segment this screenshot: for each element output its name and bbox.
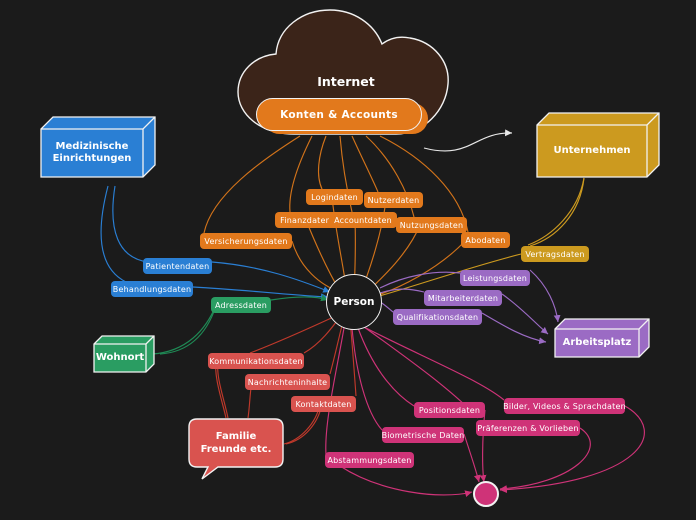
edge-label-praeferenzen[interactable]: Präferenzen & Vorlieben bbox=[476, 420, 580, 436]
node-pink-hub[interactable] bbox=[473, 481, 499, 507]
node-medizinische-einrichtungen[interactable]: Medizinische Einrichtungen bbox=[40, 116, 156, 178]
edge-label-abodaten[interactable]: Abodaten bbox=[461, 232, 510, 248]
edge-label-adressdaten[interactable]: Adressdaten bbox=[211, 297, 271, 313]
edge-label-qualifikationsdaten[interactable]: Qualifikationsdaten bbox=[393, 309, 482, 325]
edge-label-nachrichteninhalte[interactable]: Nachrichteninhalte bbox=[245, 374, 330, 390]
node-wohnort-label: Wohnort bbox=[95, 351, 145, 363]
node-wohnort[interactable]: Wohnort bbox=[93, 335, 155, 373]
node-arbeitsplatz[interactable]: Arbeitsplatz bbox=[554, 318, 650, 358]
edge-label-finanzdaten[interactable]: Finanzdaten bbox=[275, 212, 336, 228]
edge-label-kommunikationsdaten[interactable]: Kommunikationsdaten bbox=[208, 353, 304, 369]
node-internet-label: Internet bbox=[317, 74, 375, 89]
edge-label-abstammungsdaten[interactable]: Abstammungsdaten bbox=[325, 452, 414, 468]
edge-label-versicherungsdaten[interactable]: Versicherungsdaten bbox=[200, 233, 292, 249]
edge-label-behandlungsdaten[interactable]: Behandlungsdaten bbox=[111, 281, 193, 297]
node-konten-accounts[interactable]: Konten & Accounts bbox=[256, 98, 428, 134]
node-medizinische-label: Medizinische Einrichtungen bbox=[52, 140, 132, 165]
edge-label-leistungsdaten[interactable]: Leistungsdaten bbox=[460, 270, 530, 286]
edge-label-positionsdaten[interactable]: Positionsdaten bbox=[414, 402, 485, 418]
edge-label-nutzerdaten[interactable]: Nutzerdaten bbox=[364, 192, 423, 208]
node-person-label: Person bbox=[333, 296, 375, 308]
node-unternehmen-label: Unternehmen bbox=[553, 144, 631, 156]
node-arbeitsplatz-label: Arbeitsplatz bbox=[562, 336, 632, 348]
edge-label-bilder_videos[interactable]: Bilder, Videos & Sprachdaten bbox=[503, 398, 626, 414]
edge-label-kontaktdaten[interactable]: Kontaktdaten bbox=[291, 396, 356, 412]
edge-label-mitarbeiterdaten[interactable]: Mitarbeiterdaten bbox=[424, 290, 502, 306]
edge-label-accountdaten[interactable]: Accountdaten bbox=[329, 212, 397, 228]
node-unternehmen[interactable]: Unternehmen bbox=[536, 112, 660, 178]
node-familie-freunde[interactable]: Familie Freunde etc. bbox=[188, 418, 284, 480]
edge-label-patientendaten[interactable]: Patientendaten bbox=[143, 258, 212, 274]
node-familie-label: Familie Freunde etc. bbox=[200, 430, 272, 456]
edge-label-biometrische[interactable]: Biometrische Daten bbox=[382, 427, 464, 443]
node-person[interactable]: Person bbox=[326, 274, 382, 330]
edge-label-nutzungsdaten[interactable]: Nutzungsdaten bbox=[396, 217, 467, 233]
edge-label-logindaten[interactable]: Logindaten bbox=[306, 189, 363, 205]
edge-label-vertragsdaten[interactable]: Vertragsdaten bbox=[521, 246, 589, 262]
node-konten-accounts-label: Konten & Accounts bbox=[256, 98, 422, 131]
